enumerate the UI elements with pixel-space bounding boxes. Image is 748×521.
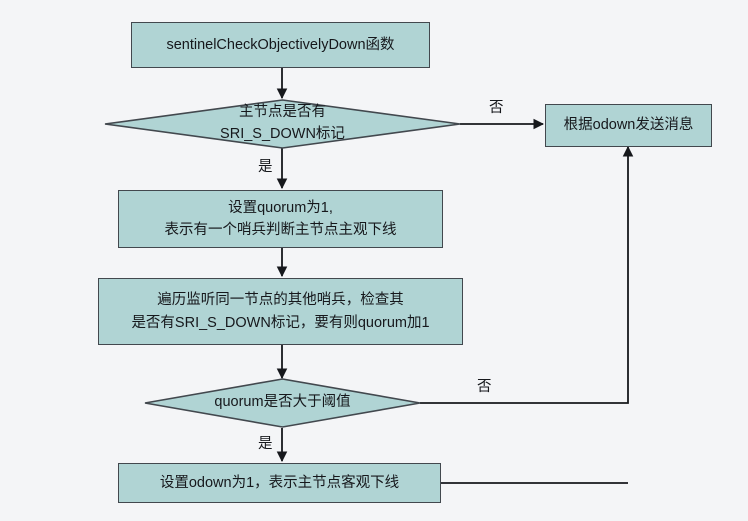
node-check-quorum-label: quorum是否大于阈值 bbox=[214, 394, 351, 411]
node-set-quorum-label: 设置quorum为1, 表示有一个哨兵判断主节点主观下线 bbox=[164, 199, 397, 238]
edge-label-yes-bottom: 是 bbox=[258, 436, 273, 452]
edge-label-yes-top: 是 bbox=[258, 159, 273, 175]
node-check-sdown[interactable]: 主节点是否有 SRI_S_DOWN标记 bbox=[104, 99, 461, 149]
node-set-odown-label: 设置odown为1，表示主节点客观下线 bbox=[159, 474, 400, 491]
edge-check-quorum-no-to-send-odown bbox=[420, 145, 634, 404]
decision-shape bbox=[144, 378, 421, 428]
node-check-quorum[interactable]: quorum是否大于阈值 bbox=[144, 378, 421, 428]
edge-label-no-bottom: 否 bbox=[477, 379, 492, 395]
node-set-odown[interactable]: 设置odown为1，表示主节点客观下线 bbox=[118, 463, 441, 503]
edge-label-no-top: 否 bbox=[489, 100, 504, 116]
node-send-odown[interactable]: 根据odown发送消息 bbox=[545, 104, 712, 147]
node-check-sdown-label: 主节点是否有 SRI_S_DOWN标记 bbox=[220, 104, 345, 142]
node-iterate-sentinels[interactable]: 遍历监听同一节点的其他哨兵，检查其 是否有SRI_S_DOWN标记，要有则quo… bbox=[98, 278, 463, 345]
node-set-quorum[interactable]: 设置quorum为1, 表示有一个哨兵判断主节点主观下线 bbox=[118, 190, 443, 248]
node-iterate-sentinels-label: 遍历监听同一节点的其他哨兵，检查其 是否有SRI_S_DOWN标记，要有则quo… bbox=[131, 292, 430, 331]
node-start-label: sentinelCheckObjectivelyDown函数 bbox=[166, 36, 395, 53]
node-send-odown-label: 根据odown发送消息 bbox=[563, 117, 694, 134]
node-start[interactable]: sentinelCheckObjectivelyDown函数 bbox=[131, 22, 430, 68]
decision-shape bbox=[104, 99, 461, 149]
